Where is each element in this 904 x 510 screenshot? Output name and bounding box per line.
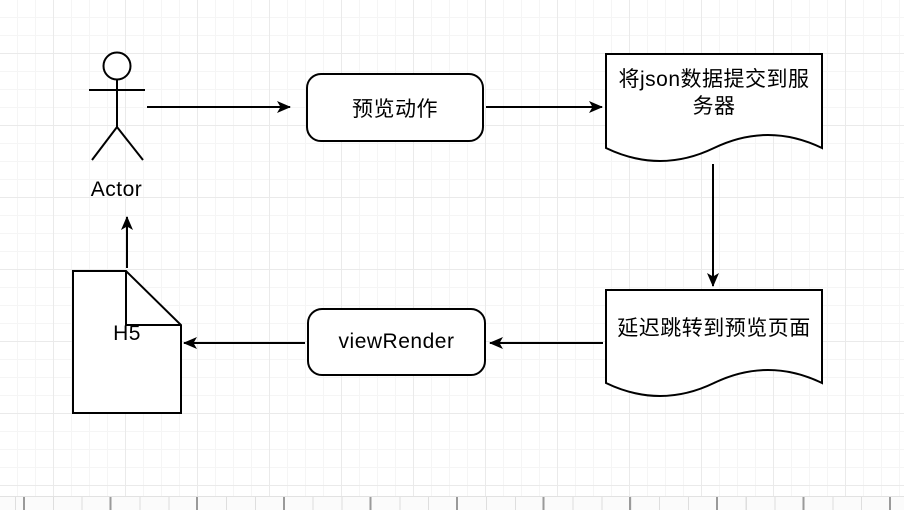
submit-json-doc-label-line2: 务器 bbox=[692, 95, 736, 118]
rounded-box-view-render[interactable]: viewRender bbox=[307, 308, 486, 376]
submit-json-doc-label-line1: 将json数据提交到服 bbox=[618, 68, 810, 91]
document-shape-delay-redirect[interactable] bbox=[605, 289, 823, 397]
document-shape-submit-json[interactable] bbox=[605, 53, 823, 162]
actor-shape[interactable] bbox=[89, 51, 145, 161]
submit-json-doc-label: 将json数据提交到服 务器 bbox=[605, 66, 823, 120]
preview-action-label: 预览动作 bbox=[352, 97, 438, 121]
note-outline bbox=[72, 270, 182, 414]
actor-label: Actor bbox=[90, 178, 143, 201]
actor-leg-left bbox=[91, 126, 118, 161]
delay-redirect-doc-label: 延迟跳转到预览页面 bbox=[617, 317, 811, 340]
h5-page-label: H5 bbox=[113, 322, 141, 345]
actor-leg-right bbox=[116, 126, 144, 161]
note-fold-corner bbox=[125, 271, 181, 326]
canvas-bottom-ruler bbox=[0, 496, 904, 510]
view-render-label: viewRender bbox=[338, 330, 455, 353]
actor-head bbox=[102, 51, 132, 81]
rounded-box-preview-action[interactable]: 预览动作 bbox=[306, 73, 484, 142]
note-shape-h5[interactable] bbox=[72, 270, 182, 414]
